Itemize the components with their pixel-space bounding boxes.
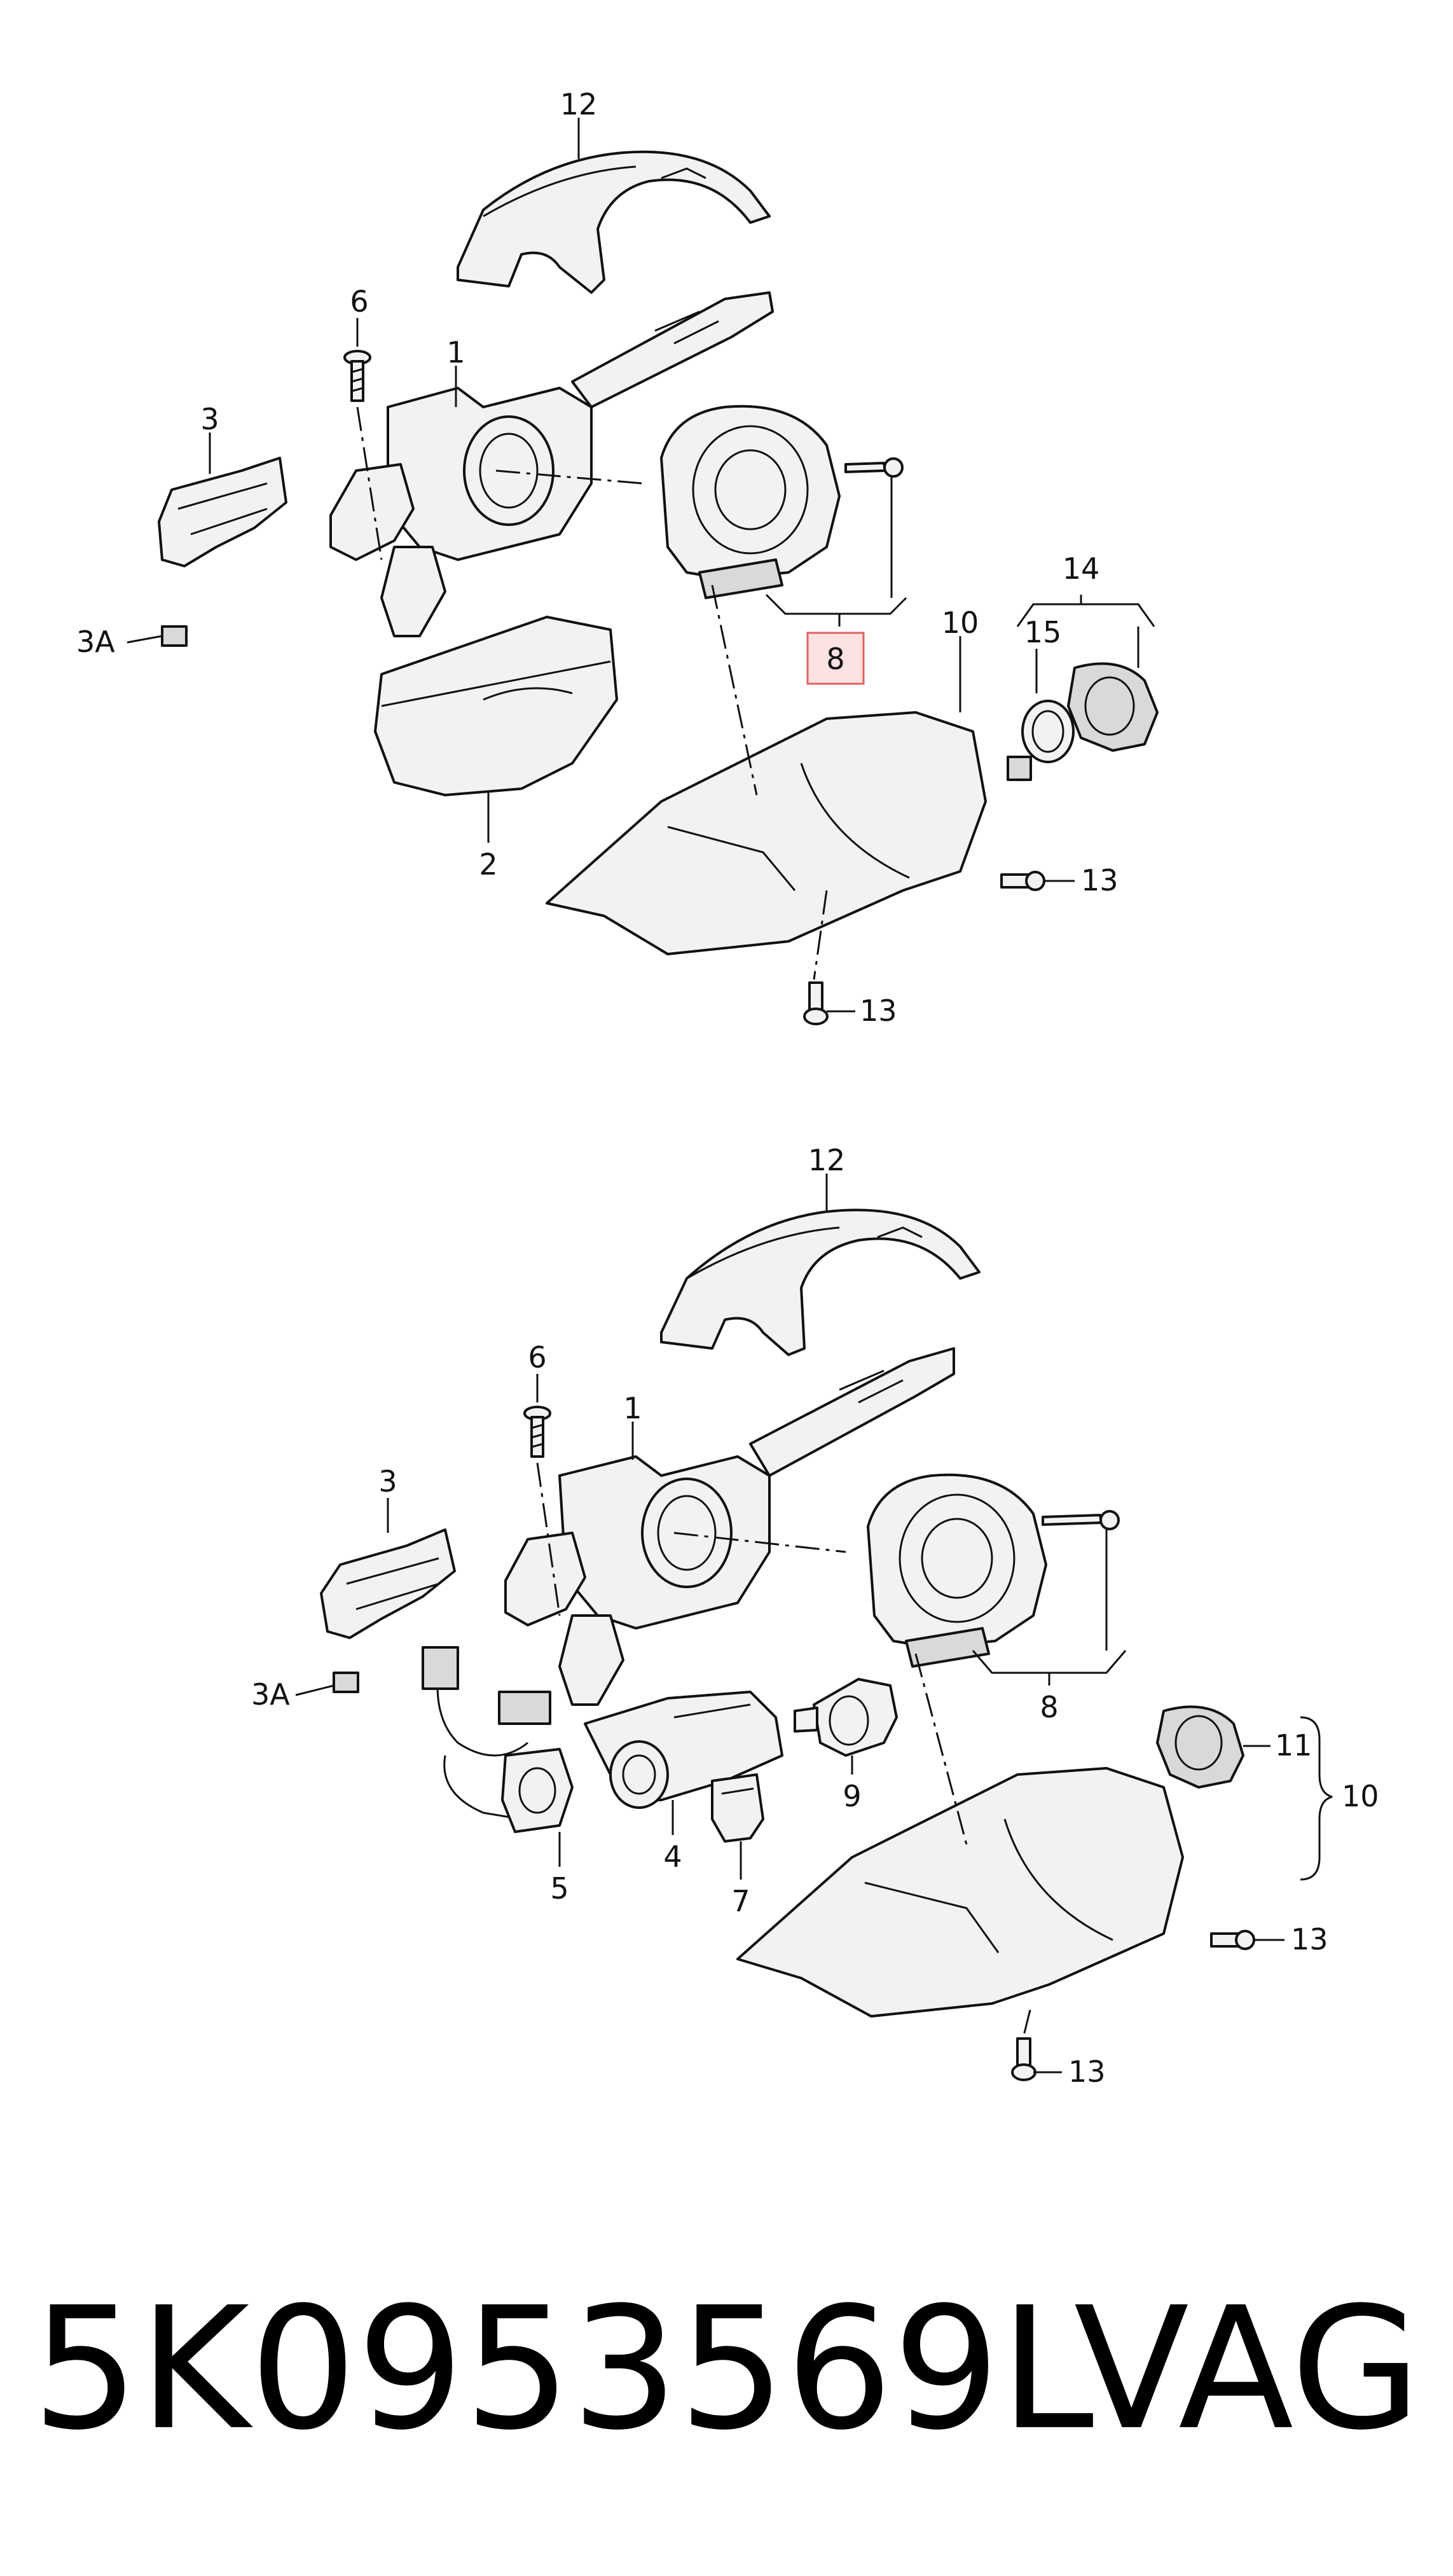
- top-brace-14: [1016, 595, 1155, 627]
- top-diagram: 12 6 1 3 3A 2 8 10 14 15 13 13: [76, 87, 1159, 1028]
- bottom-screw-13a: [1210, 1930, 1255, 1950]
- bottom-label-3: 3: [378, 1464, 397, 1499]
- top-clock-spring-8: [660, 405, 904, 599]
- bottom-lock-cylinder-9: [794, 1678, 898, 1757]
- top-control-module-2: [374, 616, 618, 796]
- top-brace-8: [765, 593, 907, 627]
- bottom-label-10: 10: [1342, 1779, 1379, 1813]
- top-screw-13b: [803, 981, 829, 1025]
- top-lower-cover-10: [546, 711, 987, 955]
- top-label-1: 1: [446, 335, 465, 370]
- top-steering-cover-12: [457, 150, 771, 294]
- bottom-sensor-ring-11: [1156, 1705, 1244, 1789]
- bottom-label-9: 9: [843, 1779, 861, 1813]
- brand-name: VAG: [1073, 2271, 1421, 2467]
- bottom-lower-cover-10: [736, 1767, 1184, 2018]
- top-label-15: 15: [1024, 615, 1062, 649]
- top-label-13a: 13: [1081, 863, 1119, 897]
- top-screw-6: [343, 350, 371, 402]
- top-label-13b: 13: [860, 994, 897, 1028]
- bottom-screw-6: [523, 1406, 551, 1458]
- top-label-3a: 3A: [76, 625, 115, 659]
- top-label-14: 14: [1063, 551, 1100, 586]
- top-combination-switch-1: [329, 291, 774, 637]
- bottom-label-12: 12: [808, 1143, 846, 1177]
- bottom-label-13b: 13: [1068, 2054, 1106, 2089]
- bottom-connector-5: [422, 1646, 574, 1833]
- top-label-2: 2: [479, 847, 497, 882]
- bottom-bracket-3: [320, 1528, 456, 1639]
- bottom-label-13a: 13: [1291, 1922, 1328, 1956]
- bottom-diagram: 12 6 1 3 3A 5 4 7 9 8 11 10 13 13: [251, 1143, 1379, 2089]
- bottom-screw-13b: [1011, 2037, 1036, 2081]
- bottom-brace-8: [972, 1650, 1127, 1686]
- bottom-label-5: 5: [550, 1871, 568, 1906]
- bottom-label-7: 7: [731, 1884, 750, 1918]
- top-sensor-15: [1007, 700, 1075, 781]
- bottom-switch-7: [711, 1773, 764, 1843]
- top-label-8: 8: [826, 642, 844, 676]
- bottom-clip-3a: [333, 1672, 359, 1693]
- bottom-label-1: 1: [623, 1391, 642, 1425]
- top-label-6: 6: [350, 284, 368, 319]
- bottom-ignition-housing-4: [584, 1691, 783, 1809]
- top-highlight-box-8: [806, 632, 865, 685]
- part-number: 5K0953569L: [32, 2271, 1094, 2467]
- top-label-3: 3: [200, 402, 219, 436]
- bottom-combination-switch-1: [504, 1347, 955, 1706]
- bottom-label-6: 6: [528, 1340, 546, 1375]
- top-label-12: 12: [560, 87, 598, 121]
- top-screw-13a: [1000, 871, 1045, 891]
- bottom-label-4: 4: [663, 1839, 682, 1874]
- bottom-label-3a: 3A: [251, 1677, 290, 1712]
- bottom-steering-cover-12: [660, 1208, 981, 1356]
- top-sensor-ring-14: [1067, 662, 1159, 752]
- top-label-10: 10: [942, 606, 979, 640]
- footer-caption: 5K0953569L VAG: [32, 2264, 1421, 2474]
- bottom-label-11: 11: [1275, 1728, 1312, 1762]
- bottom-brace-10: [1300, 1716, 1333, 1881]
- bottom-clock-spring-8: [867, 1473, 1120, 1668]
- bottom-label-8: 8: [1040, 1690, 1058, 1724]
- top-clip-3a: [161, 625, 188, 647]
- top-bracket-3: [158, 457, 287, 567]
